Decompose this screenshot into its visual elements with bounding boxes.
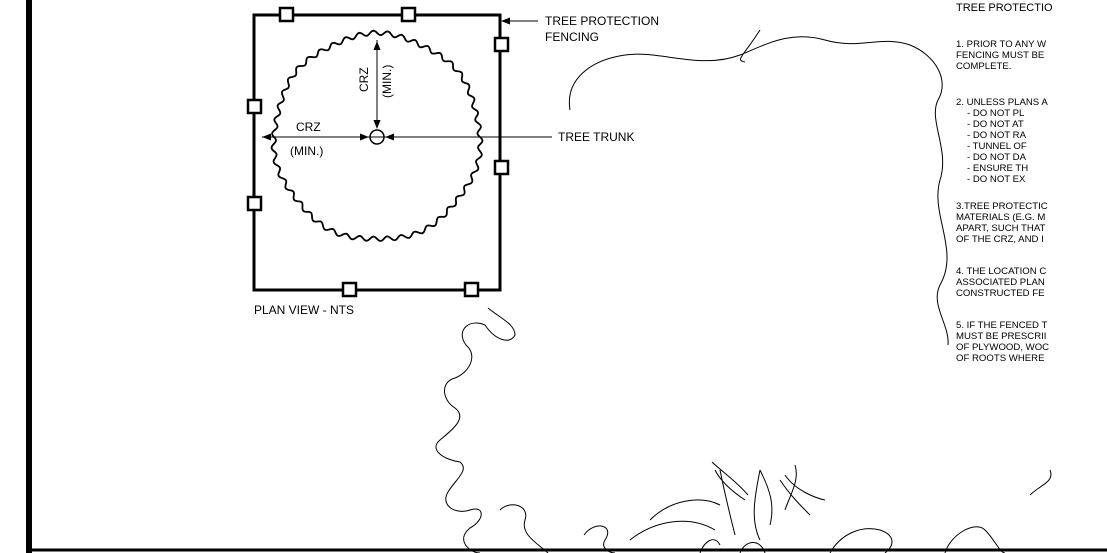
tree-roots-sketch bbox=[629, 461, 826, 553]
note-2-item: - DO NOT PL bbox=[967, 108, 1025, 119]
tree-canopy-outline bbox=[568, 29, 949, 346]
note-1: 1. PRIOR TO ANY W FENCING MUST BE COMPLE… bbox=[956, 39, 1047, 72]
note-2-item: - ENSURE TH bbox=[967, 163, 1029, 174]
sheet-border bbox=[26, 0, 32, 553]
fence-post bbox=[493, 36, 510, 53]
tree-canopy-lower-outline bbox=[435, 307, 1052, 553]
crz-vertical-min-label: (MIN.) bbox=[380, 64, 394, 98]
note-2-item: - DO NOT AT bbox=[967, 119, 1024, 130]
fence-boundary bbox=[252, 13, 502, 292]
fence-post bbox=[400, 6, 417, 23]
crz-horizontal-label: CRZ bbox=[296, 120, 321, 134]
fence-post bbox=[278, 6, 295, 23]
fence-post bbox=[341, 281, 358, 298]
tree-trunk-label: TREE TRUNK bbox=[558, 130, 635, 144]
note-5: 5. IF THE FENCED T MUST BE PRESCRII OF P… bbox=[956, 320, 1050, 364]
fence-post bbox=[246, 98, 263, 115]
fence-post bbox=[246, 195, 263, 212]
note-2-intro: 2. UNLESS PLANS A bbox=[956, 97, 1048, 108]
fence-label-line-1: TREE PROTECTION bbox=[545, 14, 660, 28]
fence-label-line-2: FENCING bbox=[545, 30, 599, 44]
note-2-item: - DO NOT DA bbox=[967, 152, 1026, 163]
tree-protection-notes: TREE PROTECTIO 1. PRIOR TO ANY W FENCING… bbox=[956, 0, 1107, 553]
note-2-item: - DO NOT EX bbox=[967, 174, 1026, 185]
crz-horizontal-min-label: (MIN.) bbox=[290, 144, 324, 158]
plan-view-label: PLAN VIEW - NTS bbox=[254, 303, 355, 317]
note-3: 3.TREE PROTECTIC MATERIALS (E.G. M APART… bbox=[956, 201, 1048, 245]
fence-post bbox=[493, 159, 510, 176]
note-2-item: - DO NOT RA bbox=[967, 130, 1026, 141]
fence-post bbox=[463, 281, 480, 298]
note-2-item: - TUNNEL OF bbox=[967, 141, 1027, 152]
notes-heading: TREE PROTECTIO bbox=[956, 2, 1053, 14]
fence-posts bbox=[246, 6, 510, 298]
crz-vertical-label: CRZ bbox=[357, 67, 371, 92]
note-4: 4. THE LOCATION C ASSOCIATED PLAN CONSTR… bbox=[956, 266, 1047, 299]
